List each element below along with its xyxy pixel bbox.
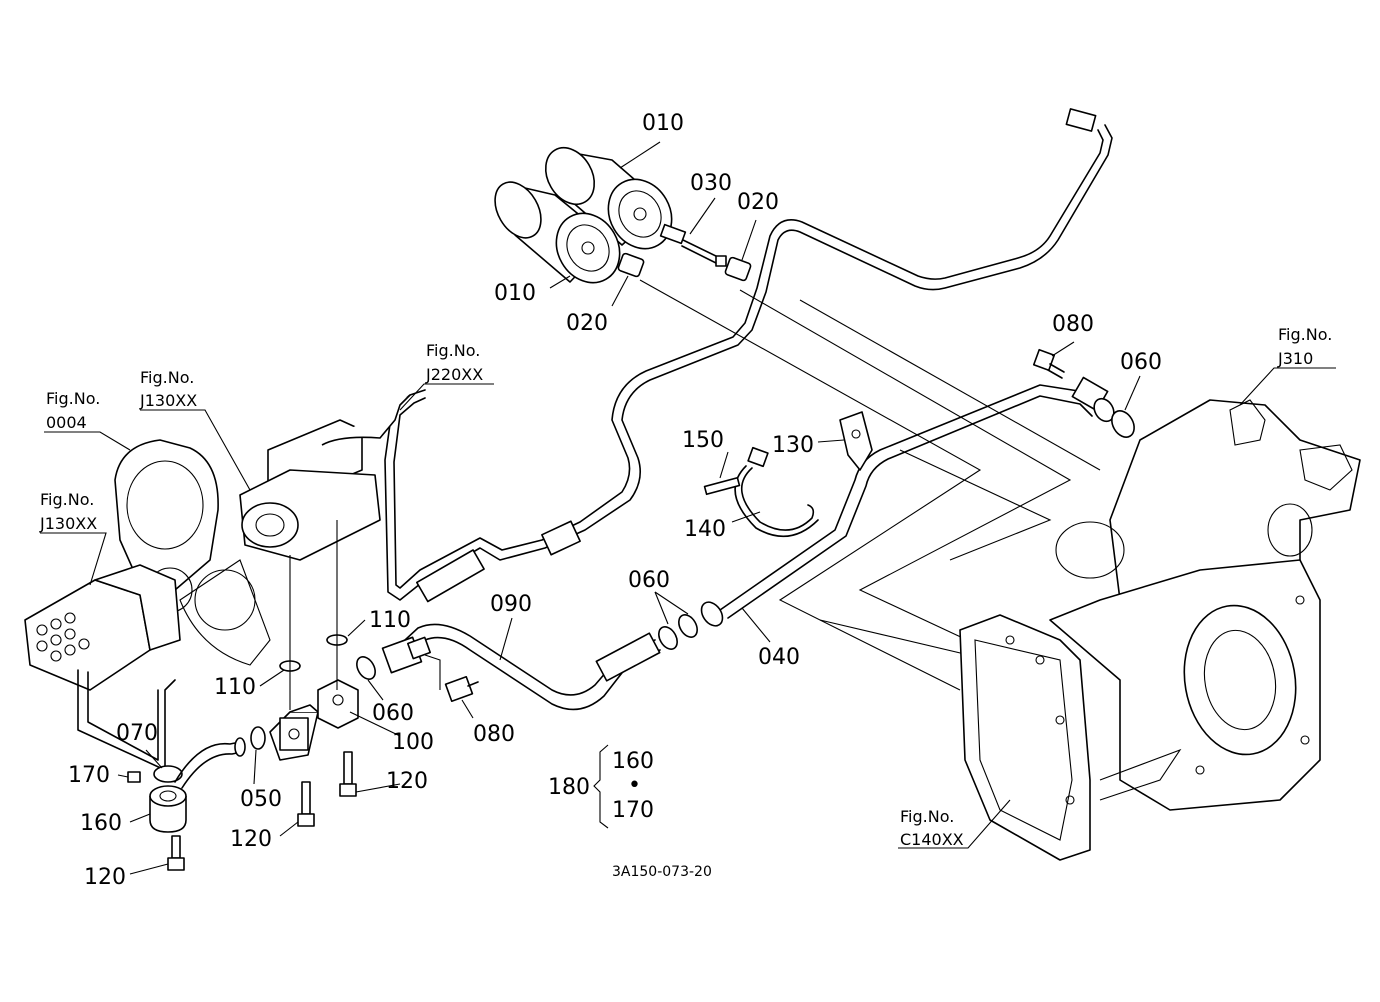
transmission-case [959,399,1361,861]
pipe-050 [174,737,246,789]
filter-stud-030 [659,223,727,267]
fig-0004-head: Fig.No. [46,389,100,408]
label-010-bottom: 010 [494,281,536,306]
oil-filter-lower [494,181,621,284]
drawing-code: 3A150-073-20 [612,864,712,880]
fig-c140-head: Fig.No. [900,807,954,826]
fig-j130-lower-head: Fig.No. [40,490,94,509]
main-pipe-040 [700,376,1115,627]
bolt-120-left [167,835,185,871]
block-100-front [269,704,319,761]
label-160: 160 [80,811,122,836]
label-020-right: 020 [737,190,779,215]
nipple-020-left [617,252,645,278]
label-120-left: 120 [84,865,126,890]
label-020-left: 020 [566,311,608,336]
label-090: 090 [490,592,532,617]
label-010-top: 010 [642,111,684,136]
label-100: 100 [392,730,434,755]
label-110-right: 110 [369,608,411,633]
label-130: 130 [772,433,814,458]
fig-j310-id: J310 [1277,349,1313,368]
banjo-bolt-080-low [444,675,479,703]
label-110-left: 110 [214,675,256,700]
fig-j220-id: J220XX [425,365,483,384]
bolt-150 [703,476,741,496]
label-180-dot: • [628,773,641,798]
label-180-item-a: 160 [612,749,654,774]
label-060-mid: 060 [628,568,670,593]
upper-oil-pipe [384,108,1113,603]
assembly-guide-lines [639,279,1101,691]
oil-filter-upper [544,146,673,250]
bolt-120-right [339,751,357,797]
pipe-joint-sleeve [415,549,485,603]
o-ring-060-top [1111,410,1135,438]
label-150: 150 [682,428,724,453]
label-070: 070 [116,721,158,746]
fig-j220-head: Fig.No. [426,341,480,360]
hydraulic-valve-upper [239,394,411,561]
label-050: 050 [240,787,282,812]
label-080-top: 080 [1052,312,1094,337]
label-080-low: 080 [473,722,515,747]
label-140: 140 [684,517,726,542]
label-060-top: 060 [1120,350,1162,375]
fig-j310-head: Fig.No. [1278,325,1332,344]
o-ring-050 [250,726,266,750]
pipe-090 [381,623,661,711]
o-ring-060-mid-a [658,626,678,650]
label-180-item-b: 170 [612,798,654,823]
fig-0004-id: 0004 [46,413,87,432]
o-ring-070 [153,765,183,783]
hydraulic-valve-lower [24,564,181,691]
label-170: 170 [68,763,110,788]
o-ring-060-mid-b [678,614,698,638]
fig-j130-lower-id: J130XX [39,514,97,533]
label-040: 040 [758,645,800,670]
o-ring-060-low [356,656,376,680]
pipe-clamp-140 [734,446,819,538]
fig-c140-id: C140XX [900,830,964,849]
figure-references: Fig.No. 0004 Fig.No. J130XX Fig.No. J130… [39,325,1332,849]
leader-lines [40,141,1336,875]
adaptor-block-160 [149,785,187,833]
part-number-labels: 010 010 030 020 020 080 060 150 130 140 … [68,111,1162,890]
label-120-right: 120 [386,769,428,794]
bracket-130 [839,411,873,471]
pipe-sleeve [541,520,581,556]
pipe-end-fitting [1065,108,1097,132]
label-180: 180 [548,775,590,800]
label-030: 030 [690,171,732,196]
bolt-120-mid [297,781,315,827]
block-100-rear [317,679,359,729]
plug-170 [127,771,141,783]
label-060-low: 060 [372,701,414,726]
fig-j130-upper-head: Fig.No. [140,368,194,387]
nipple-020-right [724,256,752,282]
banjo-bolt-080-top [1032,348,1065,379]
fig-j130-upper-id: J130XX [139,391,197,410]
label-120-mid: 120 [230,827,272,852]
